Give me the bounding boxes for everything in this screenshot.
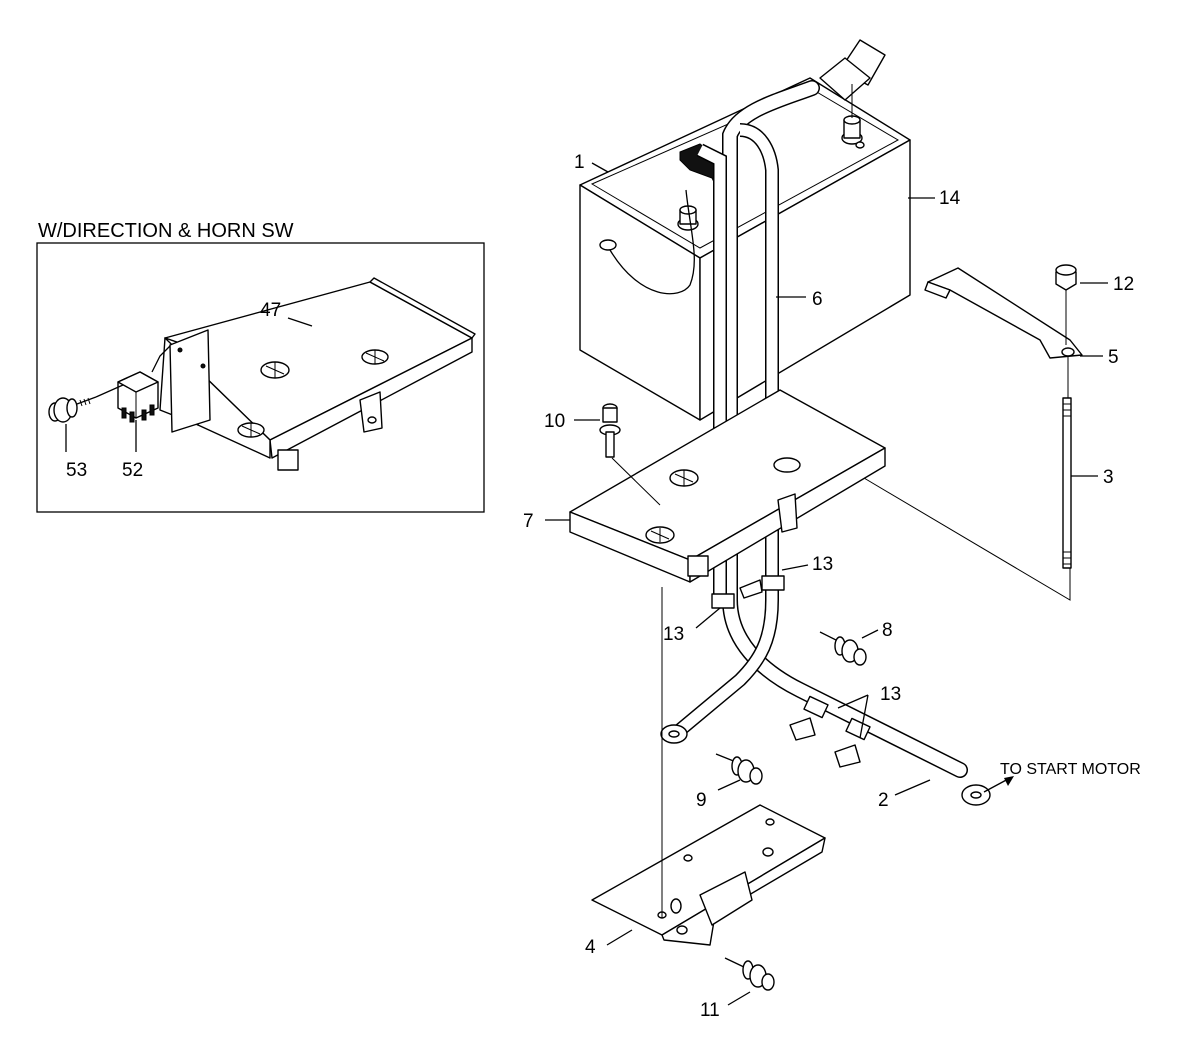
bolt-10 — [599, 403, 621, 458]
bottom-bracket — [591, 804, 826, 946]
rod — [1062, 397, 1072, 569]
callout-8: 8 — [882, 620, 893, 641]
relay — [117, 345, 171, 423]
inset-tray — [159, 277, 476, 471]
callout-3: 3 — [1103, 467, 1114, 488]
battery-tray — [569, 389, 886, 583]
callout-14: 14 — [939, 188, 961, 209]
nut — [1055, 264, 1077, 291]
bolt-9 — [715, 753, 763, 785]
screw — [48, 384, 124, 423]
callout-11: 11 — [700, 1000, 720, 1021]
bolt-8 — [819, 631, 867, 666]
callout-4: 4 — [585, 937, 596, 958]
callout-13-b: 13 — [663, 624, 684, 645]
callout-10: 10 — [544, 411, 565, 432]
callout-1: 1 — [574, 152, 585, 173]
to-start-motor-note: TO START MOTOR — [1000, 761, 1141, 778]
callout-9: 9 — [696, 790, 707, 811]
callout-2: 2 — [878, 790, 889, 811]
callout-53: 53 — [66, 460, 87, 481]
callout-47: 47 — [260, 300, 281, 321]
callout-5: 5 — [1108, 347, 1119, 368]
callout-6: 6 — [812, 289, 823, 310]
bolt-11 — [724, 957, 775, 991]
callout-7: 7 — [523, 511, 534, 532]
callout-13-c: 13 — [880, 684, 901, 705]
callout-12: 12 — [1113, 274, 1134, 295]
inset-panel: W/DIRECTION & HORN SW — [36, 220, 485, 513]
cable-clips — [711, 575, 871, 768]
battery — [579, 77, 911, 421]
inset-title: W/DIRECTION & HORN SW — [38, 220, 294, 242]
callout-13-a: 13 — [812, 554, 833, 575]
callout-52: 52 — [122, 460, 143, 481]
